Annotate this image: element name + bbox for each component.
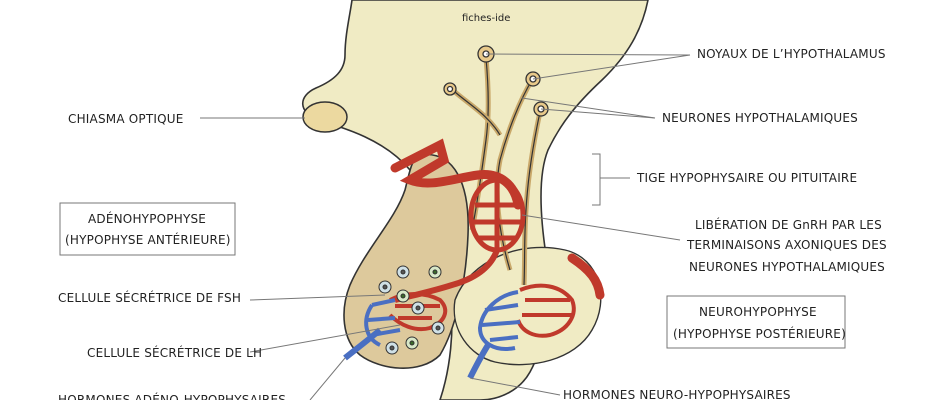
label-liberation-1: LIBÉRATION DE GnRH PAR LES: [695, 217, 882, 232]
label-chiasma: CHIASMA OPTIQUE: [68, 112, 184, 126]
fsh-cells: [378, 265, 445, 355]
label-neurones: NEURONES HYPOTHALAMIQUES: [662, 111, 858, 125]
label-adeno-1: ADÉNOHYPOPHYSE: [88, 211, 206, 226]
neurohypophysis-box: [666, 295, 846, 349]
posterior-capillary-red: [516, 283, 576, 338]
label-tige: TIGE HYPOPHYSAIRE OU PITUITAIRE: [636, 171, 857, 185]
posterior-capillary-blue: [467, 290, 521, 380]
optic-chiasma: [302, 101, 348, 133]
leader-lines: [200, 53, 691, 400]
label-liberation-2: TERMINAISONS AXONIQUES DES: [686, 238, 887, 252]
label-lh: CELLULE SÉCRÉTRICE DE LH: [87, 345, 262, 360]
label-hormones-neuro: HORMONES NEURO-HYPOPHYSAIRES: [563, 388, 791, 400]
label-neuro-2: (HYPOPHYSE POSTÉRIEURE): [673, 326, 846, 341]
label-liberation-3: NEURONES HYPOTHALAMIQUES: [689, 260, 885, 274]
label-neuro-1: NEUROHYPOPHYSE: [699, 305, 817, 319]
label-hormones-adeno: HORMONES ADÉNO-HYPOPHYSAIRES: [58, 392, 286, 400]
label-noyaux: NOYAUX DE L’HYPOTHALAMUS: [697, 47, 886, 61]
anterior-venous-drainage: [343, 298, 401, 361]
label-adeno-2: (HYPOPHYSE ANTÉRIEURE): [65, 232, 231, 247]
anterior-pituitary: [343, 153, 469, 369]
lh-cells: [396, 265, 442, 350]
label-fsh: CELLULE SÉCRÉTRICE DE FSH: [58, 290, 241, 305]
adenohypophysis-box: [59, 202, 236, 256]
inferior-hypophyseal-artery: [567, 253, 605, 300]
watermark: fiches-ide: [462, 13, 510, 24]
posterior-pituitary: [453, 246, 602, 366]
